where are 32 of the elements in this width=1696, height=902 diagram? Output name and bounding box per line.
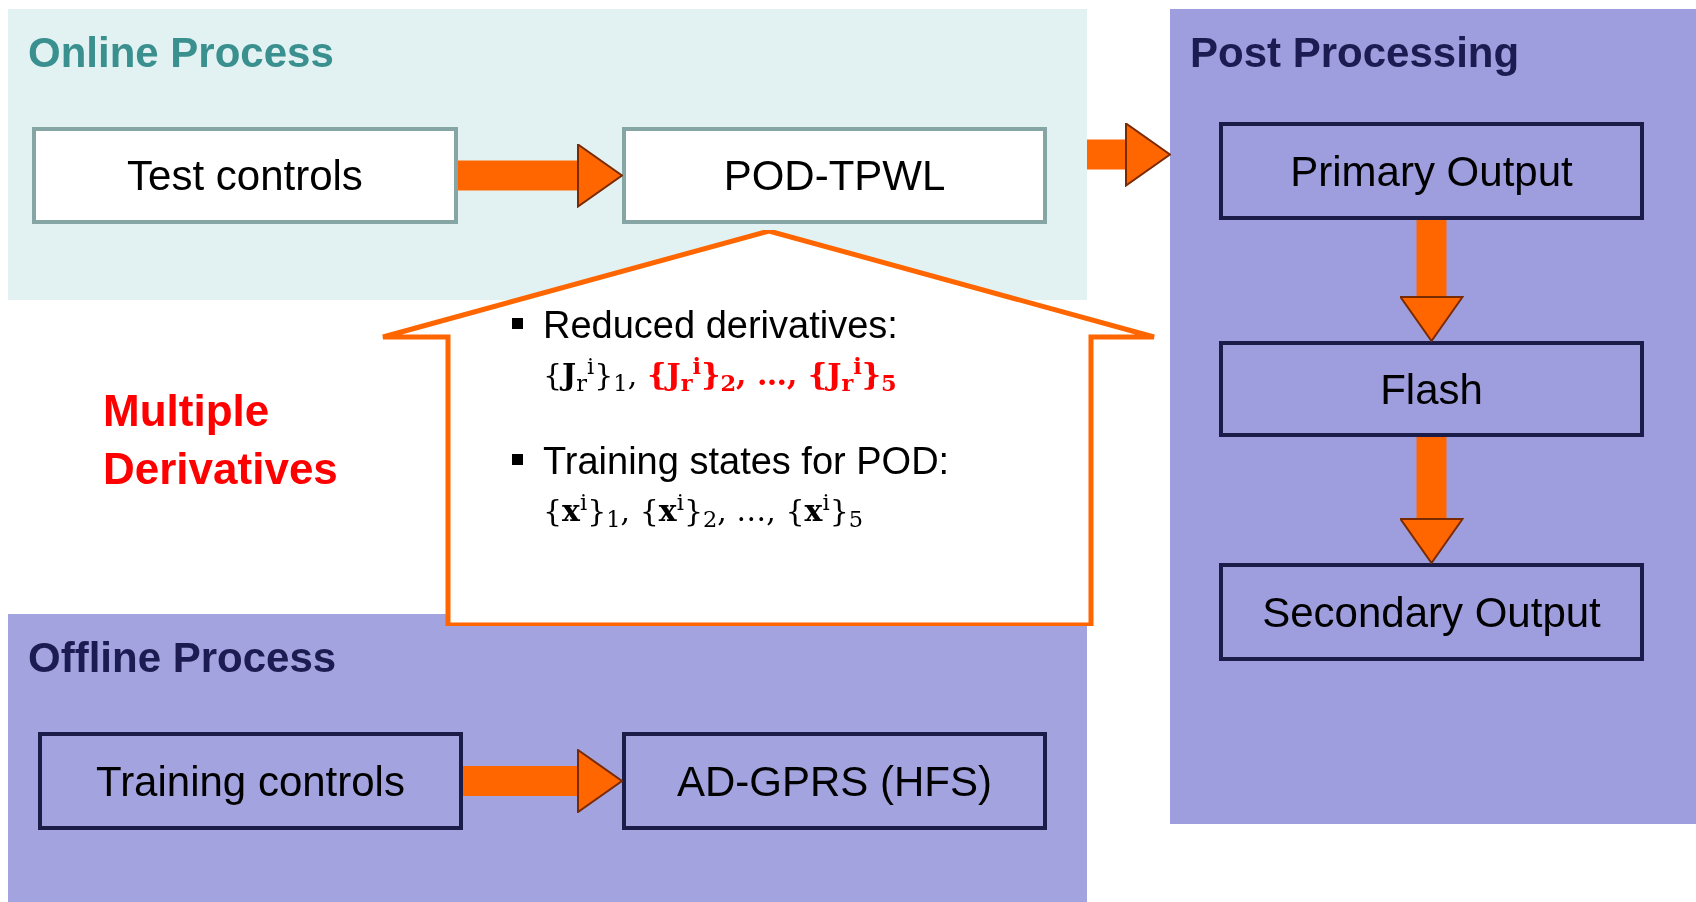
process-box [1219, 341, 1644, 437]
block-arrow [1399, 220, 1464, 342]
group-panel [8, 614, 1087, 902]
box-label: POD-TPWL [723, 151, 946, 201]
formula: {x$^{i}$}$_{1}$, {x$^{i}$}$_{2}$, …, {x$^{i}$}$_{5}$ [543, 488, 865, 534]
block-arrow [1087, 122, 1171, 187]
group-panel [8, 9, 1087, 300]
box-label: Flash [1380, 364, 1483, 415]
process-box [1219, 122, 1644, 220]
panel-title: Offline Process [28, 633, 337, 683]
panel-title: Post Processing [1190, 28, 1520, 78]
box-label: AD-GPRS (HFS) [677, 756, 992, 807]
box-label: Test controls [127, 151, 363, 201]
side-note: Multiple Derivatives [103, 385, 339, 495]
house-arrow [382, 230, 1155, 626]
box-label: Training controls [96, 756, 405, 807]
box-label: Secondary Output [1262, 587, 1601, 638]
panel-title: Online Process [28, 28, 334, 78]
block-arrow [1399, 437, 1464, 564]
process-box [622, 127, 1047, 224]
process-box [38, 732, 463, 830]
bullet-text: Reduced derivatives: [543, 303, 898, 348]
formula: {J$_{r}$$^{i}$}$_{1}$, [543, 352, 638, 398]
group-panel [1170, 9, 1696, 824]
block-arrow [458, 143, 623, 208]
formula: {J$_{r}$$^{i}$}$_{2}$, …, {J$_{r}$$^{i}$}$_{5}$ [647, 352, 897, 398]
block-arrow [463, 749, 623, 813]
box-label: Primary Output [1290, 146, 1573, 197]
process-box [1219, 563, 1644, 661]
process-box [622, 732, 1047, 830]
bullet-text: Training states for POD: [543, 439, 950, 484]
process-box [32, 127, 458, 224]
